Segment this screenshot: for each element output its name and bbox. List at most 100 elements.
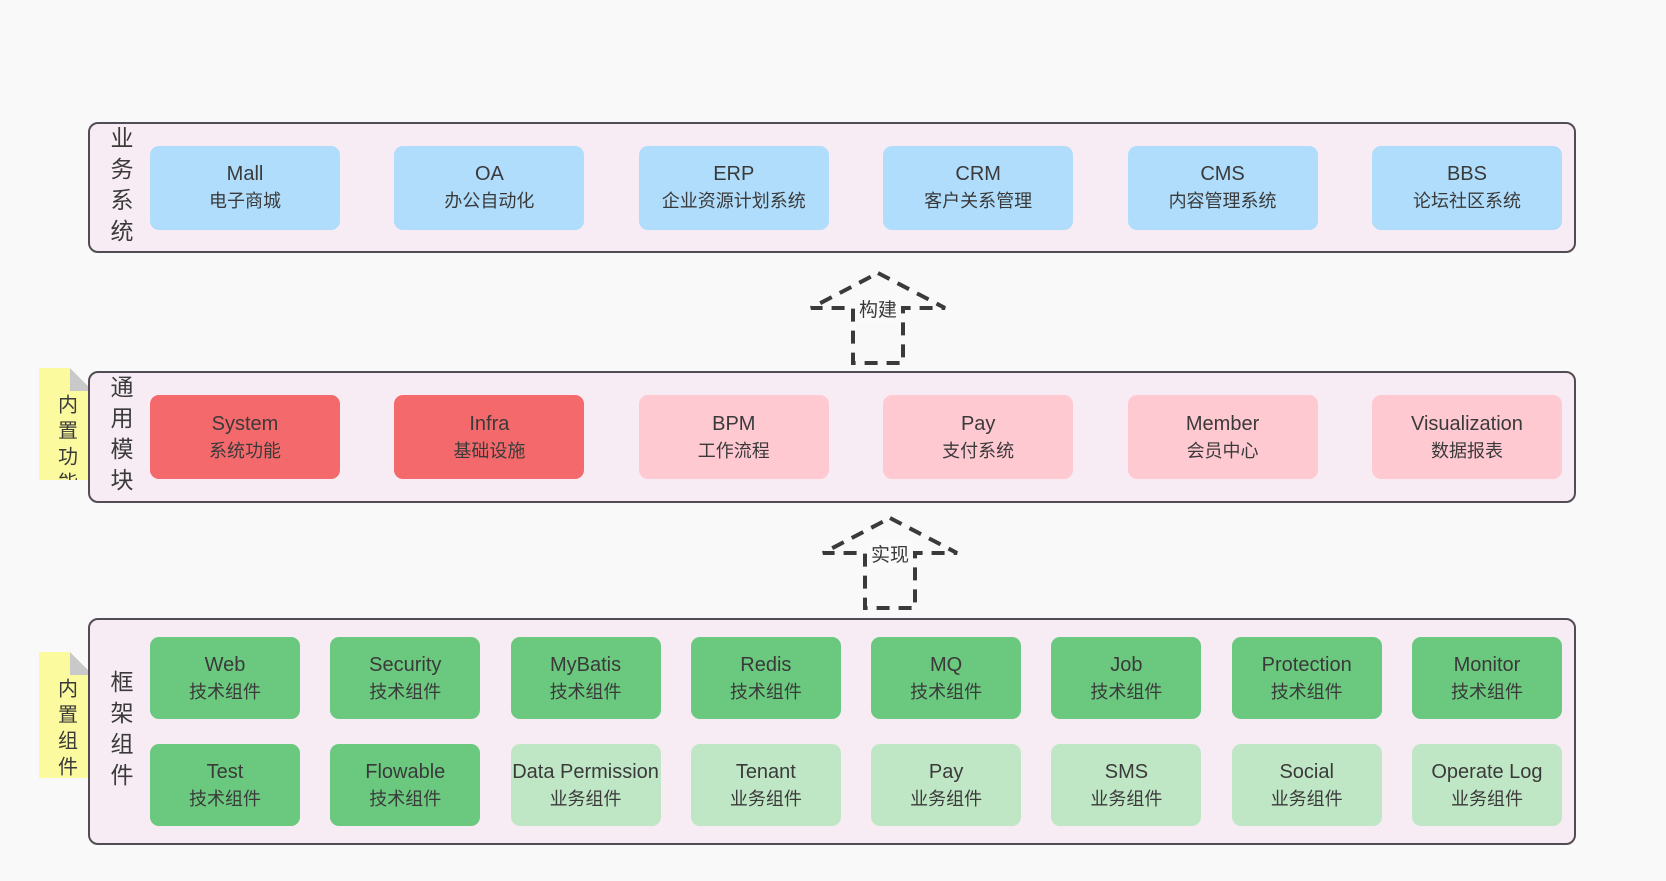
box-job: Job 技术组件 <box>1051 637 1202 719</box>
box-mybatis: MyBatis 技术组件 <box>510 637 661 719</box>
band-label-framework-components: 框架组件 <box>107 669 133 794</box>
band-rows: Web 技术组件 Security 技术组件 MyBatis 技术组件 Redi… <box>90 620 1574 843</box>
box-title: Visualization <box>1410 412 1523 435</box>
box-title: OA <box>474 163 504 185</box>
box-title: Monitor <box>1453 653 1521 676</box>
sticky-note-label: 内置组件 <box>54 678 77 782</box>
box-subtitle: 技术组件 <box>1270 681 1343 702</box>
sticky-note-built-in-features: 内置功能 <box>39 368 93 480</box>
band-row: Mall 电子商城 OA 办公自动化 ERP 企业资源计划系统 CRM 客户关系… <box>90 124 1574 251</box>
box-title: Mall <box>226 163 264 185</box>
box-operate-log: Operate Log 业务组件 <box>1411 744 1562 826</box>
arrow-label: 实现 <box>867 539 913 568</box>
box-title: Member <box>1185 412 1260 435</box>
box-subtitle: 客户关系管理 <box>924 191 1033 211</box>
box-data-permission: Data Permission 业务组件 <box>510 744 661 826</box>
box-bpm: BPM 工作流程 <box>638 395 829 479</box>
box-subtitle: 业务组件 <box>1090 788 1163 809</box>
box-cms: CMS 内容管理系统 <box>1127 145 1318 230</box>
box-subtitle: 技术组件 <box>189 788 261 809</box>
box-security: Security 技术组件 <box>330 637 481 719</box>
box-erp: ERP 企业资源计划系统 <box>638 145 829 230</box>
box-subtitle: 业务组件 <box>910 788 983 809</box>
box-title: MQ <box>930 653 963 676</box>
box-subtitle: 工作流程 <box>697 440 770 461</box>
box-tenant: Tenant 业务组件 <box>690 744 841 826</box>
box-social: Social 业务组件 <box>1231 744 1382 826</box>
arrow-build: 构建 <box>808 270 948 366</box>
box-title: BBS <box>1446 163 1487 185</box>
band-common-modules: 通用模块 System 系统功能 Infra 基础设施 BPM 工作流程 Pay… <box>88 371 1576 503</box>
box-monitor: Monitor 技术组件 <box>1411 637 1562 719</box>
box-subtitle: 会员中心 <box>1186 440 1259 461</box>
box-mall: Mall 电子商城 <box>150 145 340 230</box>
box-title: Security <box>369 653 442 676</box>
box-title: MyBatis <box>550 653 622 676</box>
box-subtitle: 技术组件 <box>729 681 802 702</box>
box-title: Job <box>1110 653 1143 676</box>
box-title: CRM <box>955 163 1001 185</box>
box-subtitle: 办公自动化 <box>444 191 535 211</box>
arrow-implement: 实现 <box>820 515 960 611</box>
box-sms: SMS 业务组件 <box>1051 744 1202 826</box>
box-subtitle: 技术组件 <box>910 681 983 702</box>
dashed-up-arrow-icon <box>810 270 946 365</box>
band-row-tech: Web 技术组件 Security 技术组件 MyBatis 技术组件 Redi… <box>90 637 1574 719</box>
box-title: ERP <box>713 163 755 185</box>
box-title: Test <box>206 760 244 783</box>
box-visualization: Visualization 数据报表 <box>1371 395 1562 479</box>
box-flowable: Flowable 技术组件 <box>330 744 481 826</box>
box-title: Data Permission <box>512 760 659 783</box>
box-web: Web 技术组件 <box>150 637 300 719</box>
box-subtitle: 电子商城 <box>209 191 281 211</box>
box-oa: OA 办公自动化 <box>394 145 585 230</box>
box-bbs: BBS 论坛社区系统 <box>1371 145 1562 230</box>
box-infra: Infra 基础设施 <box>394 395 585 479</box>
box-subtitle: 技术组件 <box>1450 681 1523 702</box>
band-row-business: Test 技术组件 Flowable 技术组件 Data Permission … <box>90 744 1574 826</box>
box-crm: CRM 客户关系管理 <box>883 145 1074 230</box>
box-subtitle: 技术组件 <box>549 681 622 702</box>
box-title: Redis <box>740 653 792 676</box>
box-subtitle: 业务组件 <box>1270 788 1343 809</box>
box-subtitle: 技术组件 <box>189 681 261 702</box>
box-subtitle: 技术组件 <box>369 788 442 809</box>
box-title: Tenant <box>735 760 796 783</box>
box-subtitle: 数据报表 <box>1430 440 1503 461</box>
box-subtitle: 系统功能 <box>209 440 281 461</box>
box-member: Member 会员中心 <box>1127 395 1318 479</box>
band-label-common-modules: 通用模块 <box>107 375 133 499</box>
box-title: Web <box>204 653 246 676</box>
box-protection: Protection 技术组件 <box>1231 637 1382 719</box>
band-framework-components: 框架组件 Web 技术组件 Security 技术组件 MyBatis 技术组件… <box>88 618 1576 845</box>
box-pay-business: Pay 业务组件 <box>871 744 1022 826</box>
dashed-up-arrow-icon <box>822 515 958 610</box>
box-subtitle: 论坛社区系统 <box>1412 191 1521 211</box>
box-subtitle: 业务组件 <box>1450 788 1523 809</box>
box-title: Infra <box>469 412 510 435</box>
arrow-label: 构建 <box>855 294 901 323</box>
box-subtitle: 企业资源计划系统 <box>661 191 806 211</box>
box-title: BPM <box>712 412 756 435</box>
box-subtitle: 内容管理系统 <box>1168 191 1277 211</box>
box-subtitle: 技术组件 <box>1090 681 1163 702</box>
box-subtitle: 业务组件 <box>549 788 622 809</box>
band-business-systems: 业务系统 Mall 电子商城 OA 办公自动化 ERP 企业资源计划系统 CRM… <box>88 122 1576 253</box>
box-title: SMS <box>1104 760 1149 783</box>
box-subtitle: 技术组件 <box>369 681 442 702</box>
box-title: Flowable <box>365 760 446 783</box>
sticky-note-label: 内置功能 <box>54 394 77 498</box>
box-title: Pay <box>928 760 964 783</box>
band-row: System 系统功能 Infra 基础设施 BPM 工作流程 Pay 支付系统… <box>90 373 1574 501</box>
box-test: Test 技术组件 <box>150 744 300 826</box>
box-title: Operate Log <box>1431 760 1543 783</box>
box-title: Pay <box>960 412 996 435</box>
box-title: Protection <box>1261 653 1352 676</box>
box-title: Social <box>1279 760 1334 783</box>
box-title: System <box>211 412 279 435</box>
sticky-note-built-in-components: 内置组件 <box>39 652 93 778</box>
box-subtitle: 支付系统 <box>942 440 1015 461</box>
box-title: CMS <box>1200 163 1245 185</box>
box-subtitle: 业务组件 <box>729 788 802 809</box>
band-label-business-systems: 业务系统 <box>107 125 133 250</box>
